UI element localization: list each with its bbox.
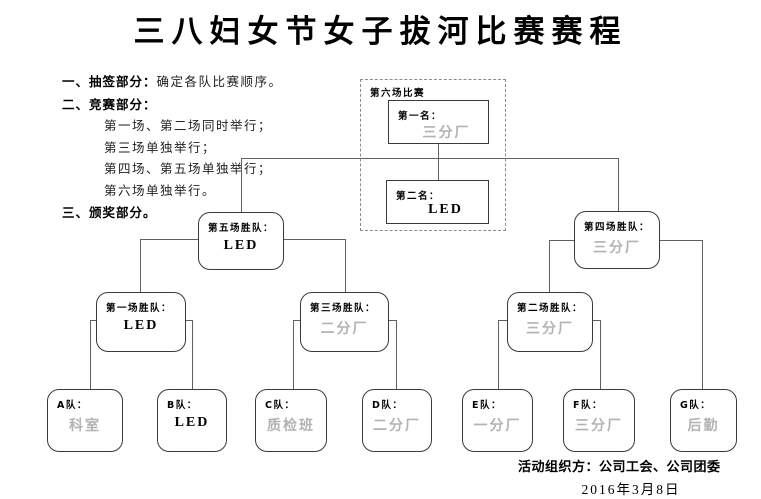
match4-winner-team: 三分厂 [593,241,641,256]
connector-line [498,320,499,389]
team-box-d: D队： 二分厂 [362,389,432,452]
match2-winner-label: 第二场胜队： [517,303,584,314]
final-match-label: 第六场比赛 [370,88,426,99]
connector-line [90,320,91,389]
team-b-name: LED [174,415,210,430]
note-heading: 一、抽签部分： [62,74,157,89]
team-box-e: E队： 一分厂 [462,389,533,452]
organizer-line: 活动组织方：公司工会、公司团委 [518,456,744,475]
first-place-label: 第一名： [398,111,443,122]
team-e-name: 一分厂 [473,419,522,434]
page-title: 三八妇女节女子拔河比赛赛程 [133,14,628,50]
match3-winner-box: 第三场胜队： 二分厂 [300,292,389,352]
connector-line [241,158,242,212]
connector-line [396,320,397,389]
note-line-draw: 一、抽签部分：确定各队比赛顺序。 [62,71,362,94]
second-place-label: 第二名： [396,191,441,202]
notes-section: 一、抽签部分：确定各队比赛顺序。 二、竞赛部分： 第一场、第二场同时举行； 第三… [62,71,362,225]
note-heading: 二、竞赛部分： [62,96,157,112]
match4-winner-box: 第四场胜队： 三分厂 [574,211,660,269]
connector-line [702,240,703,389]
event-date: 2016年3月8日 [581,482,681,497]
match1-winner-label: 第一场胜队： [106,303,173,314]
footer: 活动组织方：公司工会、公司团委 2016年3月8日 [518,456,744,498]
connector-line [600,320,601,389]
connector-line [438,144,439,180]
match1-winner-box: 第一场胜队： LED [96,292,186,352]
team-box-b: B队： LED [157,389,227,452]
team-d-label: D队： [372,400,404,411]
note-text: 确定各队比赛顺序。 [156,75,283,89]
note-line-awards: 三、颁奖部分。 [62,202,362,225]
team-e-label: E队： [472,400,502,411]
connector-line [241,158,619,159]
organizer-label: 活动组织方： [518,460,600,475]
connector-line [345,239,346,292]
note-heading: 三、颁奖部分。 [62,205,157,220]
team-box-a: A队： 科室 [47,389,123,452]
team-box-g: G队： 后勤 [670,389,737,452]
match2-winner-team: 三分厂 [526,322,574,337]
final-match-group: 第六场比赛 [360,79,506,231]
second-place-box: 第二名： LED [386,180,489,224]
connector-line [192,320,193,389]
match3-winner-team: 二分厂 [320,322,369,337]
team-c-name: 质检班 [267,419,315,434]
connector-line [140,239,141,292]
team-box-f: F队： 三分厂 [563,389,635,452]
connector-line [549,240,550,292]
match4-winner-label: 第四场胜队： [584,222,651,233]
note-subline: 第三场单独举行； [104,140,217,155]
team-a-label: A队： [57,400,88,411]
note-subline: 第六场单独举行。 [104,183,217,198]
team-d-name: 二分厂 [373,419,421,434]
note-line-matches: 二、竞赛部分： [62,94,362,117]
team-a-name: 科室 [69,419,101,434]
first-place-box: 第一名： 三分厂 [388,100,489,144]
match1-winner-team: LED [123,318,159,333]
match2-winner-box: 第二场胜队： 三分厂 [507,292,593,352]
team-f-label: F队： [573,400,603,411]
first-place-team: 三分厂 [422,126,471,141]
team-box-c: C队： 质检班 [255,389,327,452]
organizer-names: 公司工会、公司团委 [599,460,721,475]
team-f-name: 三分厂 [575,419,623,434]
match5-winner-label: 第五场胜队： [208,223,275,234]
match5-winner-team: LED [223,238,259,253]
team-g-name: 后勤 [687,419,720,434]
note-subline: 第四场、第五场单独举行； [104,162,273,176]
team-b-label: B队： [167,400,198,411]
match3-winner-label: 第三场胜队： [310,303,377,314]
connector-line [293,320,294,389]
note-subline: 第一场、第二场同时举行； [104,119,273,133]
team-g-label: G队： [680,400,712,411]
second-place-team: LED [428,202,463,217]
match5-winner-box: 第五场胜队： LED [198,212,284,270]
team-c-label: C队： [265,400,296,411]
connector-line [618,158,619,211]
